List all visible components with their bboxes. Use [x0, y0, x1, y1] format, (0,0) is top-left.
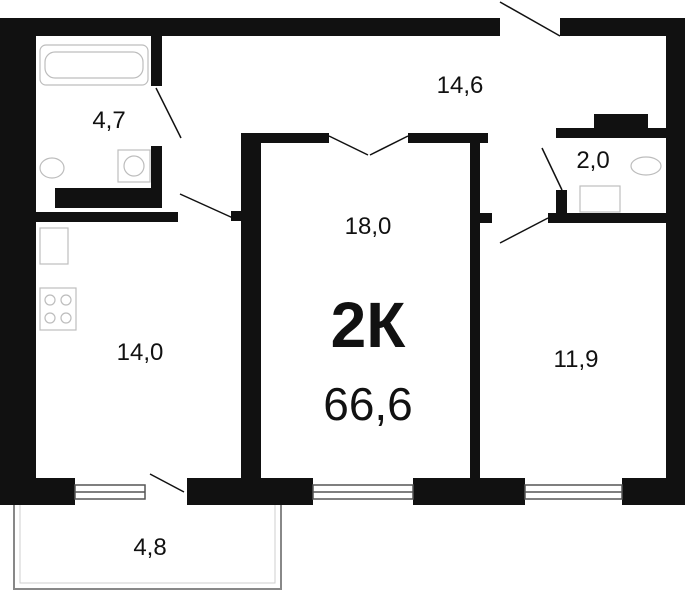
bedroom-area: 11,9: [553, 346, 599, 373]
hallway-area: 14,6: [436, 72, 484, 99]
washing-machine-icon: [117, 149, 151, 183]
apartment-type-label: 2К: [330, 289, 406, 361]
balcony-area: 4,8: [133, 534, 167, 561]
exterior-walls: [0, 18, 685, 505]
washbasin-icon: [39, 157, 65, 179]
stove-icon: [39, 287, 77, 331]
toilet-area: 2,0: [576, 147, 610, 174]
toilet-icon: [630, 156, 662, 176]
sink-icon: [39, 227, 69, 265]
interior-walls: [30, 36, 666, 478]
kitchen-area: 14,0: [116, 339, 164, 366]
total-area-label: 66,6: [323, 378, 413, 430]
door-swings: [149, 1, 563, 493]
fixtures: [39, 44, 662, 331]
bathroom-area: 4,7: [92, 107, 126, 134]
bathtub-icon: [39, 44, 149, 86]
balcony-outline: [13, 500, 282, 590]
windows: [74, 484, 623, 500]
living-room-area: 18,0: [344, 213, 392, 240]
